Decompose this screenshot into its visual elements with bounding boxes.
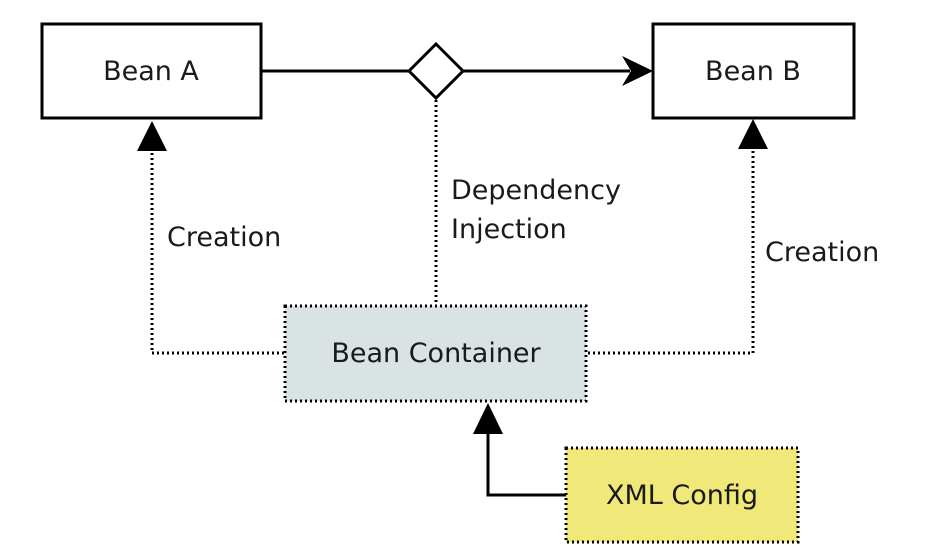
- arrowhead-to-container: [473, 403, 503, 434]
- dependency-injection-label-line2: Injection: [451, 214, 567, 245]
- bean-a-node: Bean A: [40, 22, 263, 120]
- creation-label-a: Creation: [167, 222, 281, 253]
- arrowhead-to-bean-b: [622, 56, 653, 86]
- arrowhead-to-bean-a: [137, 121, 167, 151]
- bean-container-label: Bean Container: [331, 338, 541, 369]
- bean-b-label: Bean B: [705, 56, 801, 87]
- bean-container-node: Bean Container: [283, 304, 588, 403]
- bean-a-label: Bean A: [103, 56, 199, 87]
- bean-b-node: Bean B: [651, 22, 856, 120]
- creation-label-b: Creation: [765, 237, 879, 268]
- xml-config-label: XML Config: [606, 480, 758, 511]
- arrowhead-to-bean-b-creation: [738, 119, 768, 149]
- creation-line-bean-a: [150, 150, 284, 355]
- dependency-injection-label-line1: Dependency: [451, 175, 621, 206]
- config-line: [486, 434, 566, 497]
- creation-line-bean-b: [588, 150, 755, 355]
- association-diamond: [406, 41, 466, 101]
- xml-config-node: XML Config: [564, 446, 800, 544]
